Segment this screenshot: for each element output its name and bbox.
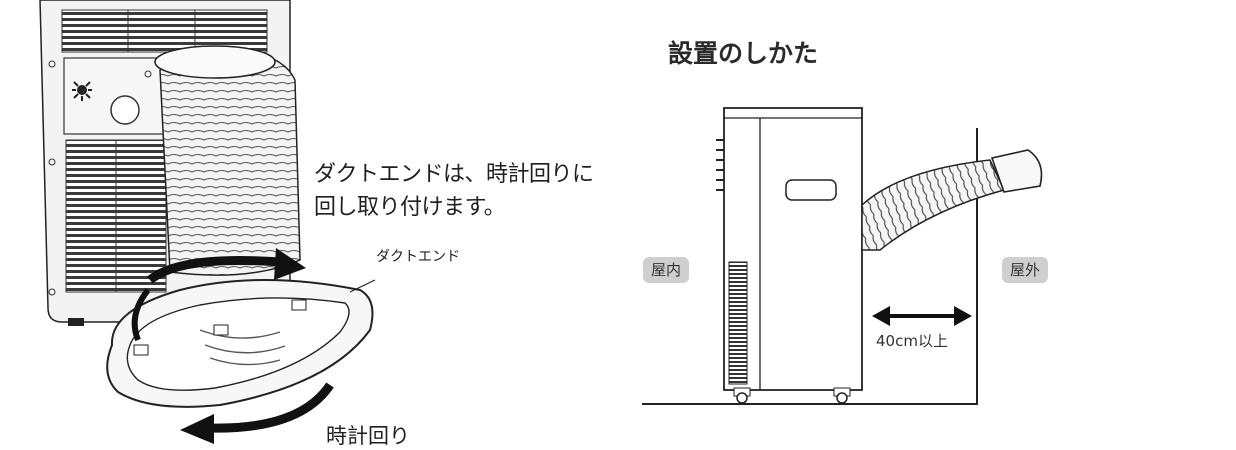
instruction-text: ダクトエンドは、時計回りに 回し取り付けます。 bbox=[314, 158, 614, 224]
installed-hose bbox=[861, 149, 1043, 251]
duct-hose bbox=[154, 45, 301, 276]
indoor-badge: 屋内 bbox=[643, 257, 690, 283]
instruction-line-2: 回し取り付けます。 bbox=[314, 195, 506, 220]
outdoor-badge: 屋外 bbox=[1002, 257, 1049, 283]
installation-scene bbox=[642, 107, 978, 405]
duct-end-label: ダクトエンド bbox=[376, 249, 460, 265]
distance-label: 40cm以上 bbox=[876, 332, 948, 350]
clockwise-arrow-icon bbox=[131, 248, 334, 444]
duct-end-part bbox=[106, 279, 376, 408]
distance-arrow bbox=[872, 306, 972, 326]
clockwise-label: 時計回り bbox=[326, 424, 410, 448]
instruction-line-1: ダクトエンドは、時計回りに bbox=[314, 162, 594, 187]
section-title: 設置のしかた bbox=[668, 39, 819, 68]
fan-light-icon bbox=[72, 81, 92, 101]
